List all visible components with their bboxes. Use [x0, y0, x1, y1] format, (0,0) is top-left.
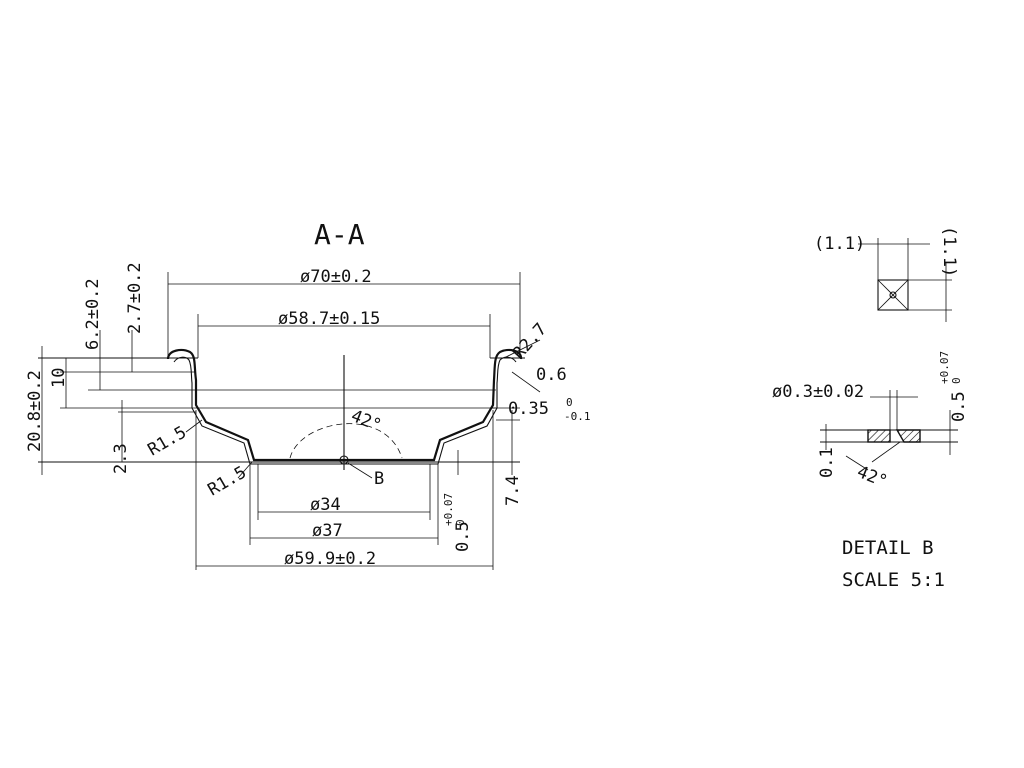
dim-inner-dia: ø58.7±0.15	[278, 309, 380, 329]
detail-dim-w11: (1.1)	[814, 234, 865, 254]
detail-scale: SCALE 5:1	[842, 569, 945, 591]
cup-profile-inner	[173, 356, 517, 465]
dim-angle: 42°	[348, 406, 384, 436]
detail-hole	[889, 291, 897, 299]
dim-t035: 0.35	[508, 399, 549, 419]
angle-arc	[289, 423, 403, 459]
detail-title: DETAIL B	[842, 537, 934, 559]
detail-dim-depth-upper: +0.07	[938, 351, 951, 384]
dim-r15-a: R1.5	[145, 423, 190, 461]
leader-detail-angle-2	[845, 455, 869, 471]
dim-r27: R2.7	[509, 320, 551, 364]
detail-view: (1.1) (1.1) ø0.3±0.02 0.5 +0.07 0 0.1 42…	[772, 226, 969, 591]
hole-marker-b	[339, 455, 349, 465]
dim-t06: 0.6	[536, 365, 567, 385]
dim-r15-b: R1.5	[205, 463, 250, 501]
detail-dim-depth: 0.5	[949, 391, 969, 422]
dim-h23: 2.3	[111, 443, 131, 474]
detail-diag-2	[877, 279, 909, 311]
dim-h74: 7.4	[503, 475, 523, 506]
leader-06	[511, 371, 541, 393]
dim-h62: 6.2±0.2	[83, 278, 103, 350]
detail-square	[877, 279, 909, 311]
detail-hatch-right	[895, 429, 921, 443]
dim-h10: 10	[49, 368, 69, 388]
label-b: B	[374, 469, 384, 489]
section-title: A-A	[314, 218, 365, 251]
dim-t035-upper: 0	[566, 396, 573, 409]
dim-h05-lower: 0	[454, 519, 467, 526]
dim-d34: ø34	[310, 495, 341, 515]
dim-height-total: 20.8±0.2	[25, 370, 45, 452]
leader-detail-angle	[871, 441, 901, 463]
detail-hatch-left	[867, 429, 891, 443]
detail-dim-hole-dia: ø0.3±0.02	[772, 382, 864, 402]
leader-r15-b	[237, 461, 253, 479]
dim-h27: 2.7±0.2	[125, 262, 145, 334]
dim-h05: 0.5	[453, 521, 473, 552]
leader-r27	[503, 339, 541, 359]
detail-dim-d01: 0.1	[817, 447, 837, 478]
dim-d37: ø37	[312, 521, 343, 541]
detail-dim-h11: (1.1)	[939, 226, 959, 277]
leader-b	[347, 462, 373, 479]
dim-t035-lower: -0.1	[564, 410, 591, 423]
detail-dim-angle: 42°	[854, 462, 890, 492]
detail-dim-depth-lower: 0	[950, 377, 963, 384]
leader-r15-a	[185, 419, 203, 433]
dim-h05-upper: +0.07	[442, 493, 455, 526]
dim-base-dia: ø59.9±0.2	[284, 549, 376, 569]
section-view: A-A	[25, 218, 591, 570]
dim-outer-dia: ø70±0.2	[300, 267, 372, 287]
